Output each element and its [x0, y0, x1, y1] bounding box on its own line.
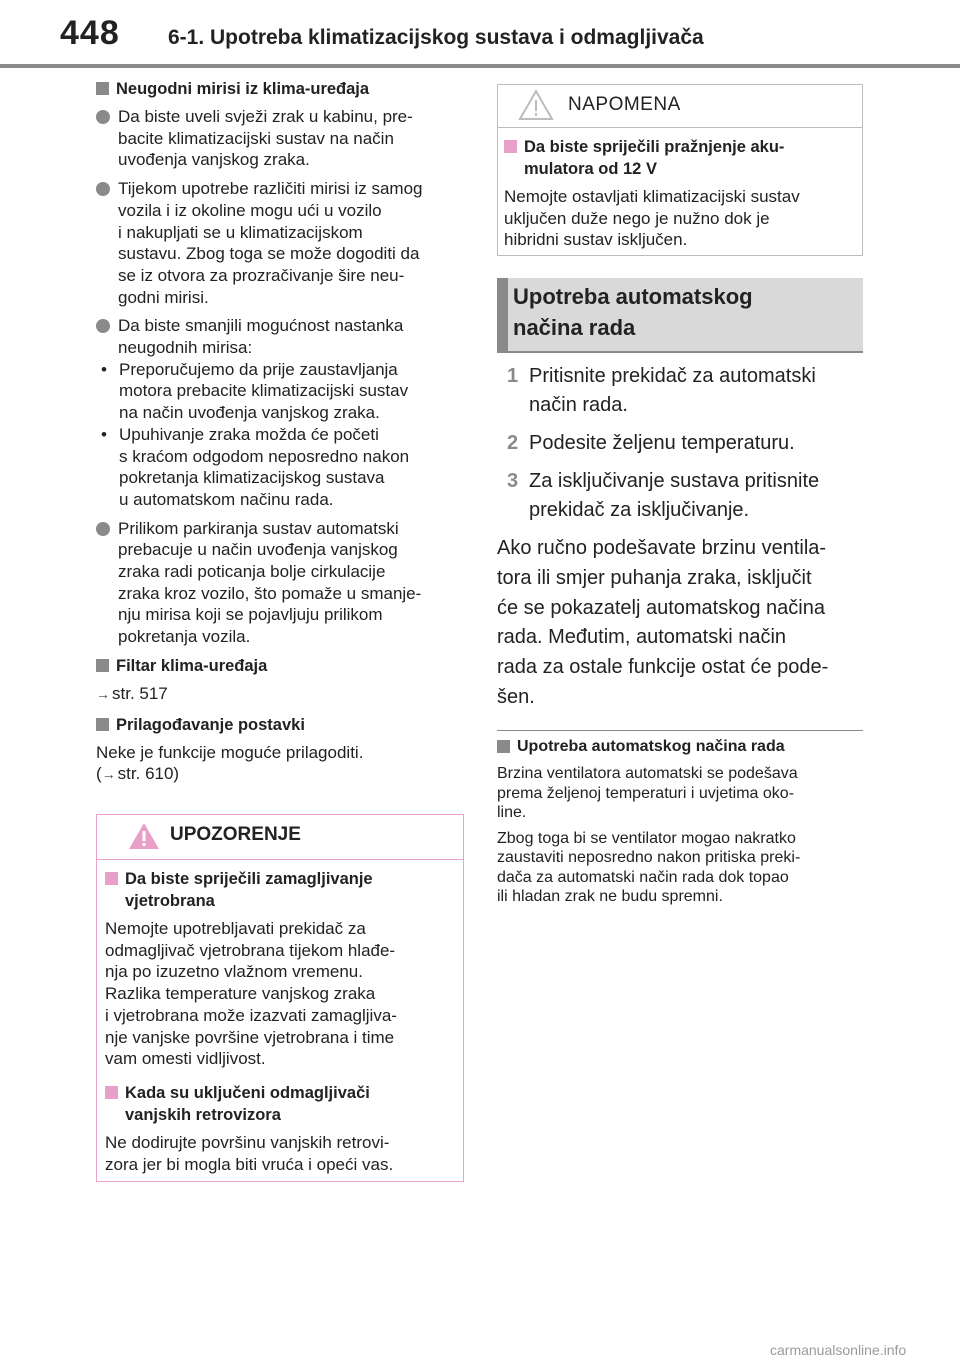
- warning-box: UPOZORENJE Da biste spriječili zamagljiv…: [96, 814, 464, 1182]
- step-number: 1: [507, 365, 519, 387]
- note-text-battery: Nemojte ostavljati klimatizacijski susta…: [504, 187, 800, 250]
- list-item: Prilikom parkiranja sustav automatski pr…: [96, 518, 466, 648]
- auto-mode-usage-section: Upotreba automatskog načina rada Brzina …: [497, 736, 865, 915]
- section-divider: [497, 730, 863, 731]
- section-title-odors: Neugodni mirisi iz klima-uređaja: [96, 78, 466, 100]
- dot-bullet-icon: •: [101, 359, 107, 379]
- square-bullet-icon: [96, 717, 109, 731]
- left-column: Neugodni mirisi iz klima-uređaja Da bist…: [96, 78, 466, 794]
- auto-usage-text-2: Zbog toga bi se ventilator mogao nakratk…: [497, 829, 801, 906]
- arrow-right-icon: →: [96, 685, 110, 702]
- page-header: 448 6-1. Upotreba klimatizacijskog susta…: [0, 0, 960, 70]
- filter-reference[interactable]: →str. 517: [96, 683, 168, 703]
- square-bullet-icon: [105, 872, 118, 885]
- warning-header: UPOZORENJE: [97, 815, 463, 860]
- square-bullet-icon: [504, 140, 517, 153]
- watermark: carmanualsonline.info: [770, 1342, 907, 1358]
- auto-usage-text-1: Brzina ventilatora automatski se podešav…: [497, 765, 798, 821]
- list-item: Tijekom upotrebe različiti mirisi iz sam…: [96, 178, 466, 308]
- dot-bullet-icon: •: [101, 424, 107, 444]
- note-subtitle-battery: Da biste spriječili pražnjenje aku- mula…: [504, 136, 856, 180]
- warning-text-fogging: Nemojte upotrebljavati prekidač za odmag…: [105, 919, 397, 1069]
- section-banner: Upotreba automatskog načina rada: [497, 278, 863, 353]
- sub-list-item: • Upuhivanje zraka možda će početi s kra…: [101, 424, 410, 509]
- square-bullet-icon: [105, 1085, 118, 1099]
- list-item: Da biste uveli svježi zrak u kabinu, pre…: [96, 106, 466, 171]
- note-title: NAPOMENA: [568, 94, 681, 115]
- sub-list-item: • Preporučujemo da prije zaustavljanja m…: [101, 359, 409, 423]
- square-bullet-icon: [96, 658, 109, 672]
- header-divider: [0, 64, 960, 68]
- section-title-custom: Prilagođavanje postavki: [96, 714, 466, 736]
- section-title-auto-usage: Upotreba automatskog načina rada: [497, 736, 865, 758]
- arrow-right-icon: →: [101, 766, 116, 783]
- banner-accent-bar: [497, 278, 508, 353]
- step-number: 3: [507, 470, 519, 492]
- warning-title: UPOZORENJE: [170, 824, 301, 845]
- list-item: Da biste smanjili mogućnost nastanka neu…: [96, 315, 466, 510]
- page-number: 448: [60, 14, 120, 52]
- step-item: 1 Pritisnite prekidač za automatski nači…: [507, 362, 867, 420]
- auto-mode-paragraph: Ako ručno podešavate brzinu ventila- tor…: [497, 537, 829, 708]
- circle-bullet-icon: [96, 110, 110, 124]
- chapter-title: 6-1. Upotreba klimatizacijskog sustava i…: [168, 26, 704, 49]
- note-header: NAPOMENA: [498, 85, 862, 128]
- warning-text-mirrors: Ne dodirujte površinu vanjskih retrovi- …: [105, 1132, 394, 1174]
- step-number: 2: [507, 432, 519, 454]
- step-item: 3 Za isključivanje sustava pritisnite pr…: [507, 467, 867, 525]
- square-bullet-icon: [96, 82, 109, 95]
- section-heading: Upotreba automatskog načina rada: [513, 284, 753, 340]
- square-bullet-icon: [497, 740, 510, 753]
- warning-subtitle-mirrors: Kada su uključeni odmagljivači vanjskih …: [105, 1082, 455, 1126]
- circle-bullet-icon: [96, 521, 110, 536]
- warning-body: Da biste spriječili zamagljivanje vjetro…: [97, 860, 463, 1175]
- note-box: NAPOMENA Da biste spriječili pražnjenje …: [497, 84, 863, 256]
- custom-reference[interactable]: (→str. 610): [96, 764, 180, 784]
- step-item: 2 Podesite željenu temperaturu.: [507, 429, 867, 458]
- warning-triangle-icon: [129, 823, 159, 849]
- circle-bullet-icon: [96, 182, 110, 197]
- circle-bullet-icon: [96, 319, 110, 334]
- note-body: Da biste spriječili pražnjenje aku- mula…: [498, 128, 862, 251]
- caution-triangle-icon: [518, 88, 554, 120]
- warning-subtitle-fogging: Da biste spriječili zamagljivanje vjetro…: [105, 868, 455, 912]
- custom-text: Neke je funkcije moguće prilagoditi. (→s…: [96, 742, 364, 784]
- steps-list: 1 Pritisnite prekidač za automatski nači…: [507, 362, 867, 534]
- section-title-filter: Filtar klima-uređaja: [96, 655, 466, 677]
